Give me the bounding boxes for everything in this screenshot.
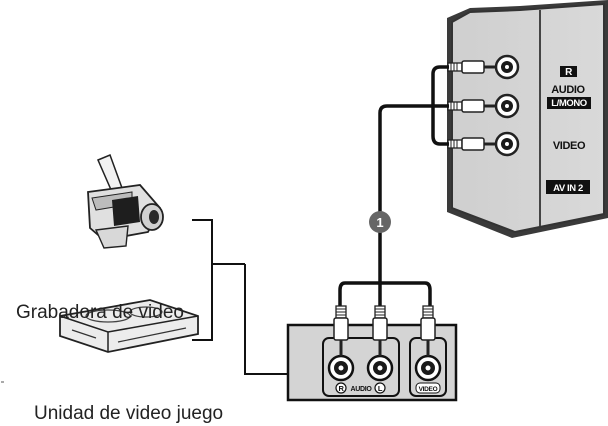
step-marker: 1 (369, 211, 391, 233)
rca-plug-icon (447, 60, 496, 74)
rca-jack-icon (366, 354, 394, 382)
tv-rca-jack-r (494, 54, 520, 80)
rca-plug-icon (372, 305, 388, 356)
tv-label-avin-box (546, 180, 590, 194)
connector-box: R AUDIO L VIDEO (286, 323, 458, 402)
tv-rca-jack-video (494, 131, 520, 157)
connector-label-audio: AUDIO (350, 386, 372, 393)
tv-label-lmono-box (547, 97, 591, 109)
rca-plug-icon (333, 305, 349, 356)
caption-video-recorder: Grabadora de video (16, 302, 184, 323)
tv-label-audio: AUDIO (551, 84, 585, 96)
tv-label-r: R (565, 67, 573, 78)
step-marker-label: 1 (376, 215, 383, 230)
camcorder-icon (87, 154, 164, 249)
tv-label-video: VIDEO (553, 140, 586, 152)
tv-label-av-in: AV IN 2 (553, 183, 583, 194)
rca-plug-icon (420, 305, 436, 356)
rca-plug-icon (447, 99, 496, 113)
source-bracket (192, 219, 288, 375)
tv-label-r-box (560, 66, 577, 77)
av-cable-bundle (338, 65, 449, 312)
box-rca-plugs (333, 305, 436, 356)
rca-jack-icon (327, 354, 355, 382)
tv-rca-jack-l (494, 93, 520, 119)
connector-label-video: VIDEO (419, 386, 438, 393)
connector-label-l: L (378, 384, 383, 393)
rca-jack-icon (414, 354, 442, 382)
vcr-icon (59, 299, 199, 353)
connector-label-r: R (338, 384, 344, 393)
tv-label-lmono: L/MONO (551, 98, 587, 109)
caption-game-console: Unidad de video juego (34, 403, 223, 424)
tv-panel: R AUDIO L/MONO VIDEO AV IN 2 (447, 0, 608, 238)
tv-rca-plugs (447, 60, 496, 151)
